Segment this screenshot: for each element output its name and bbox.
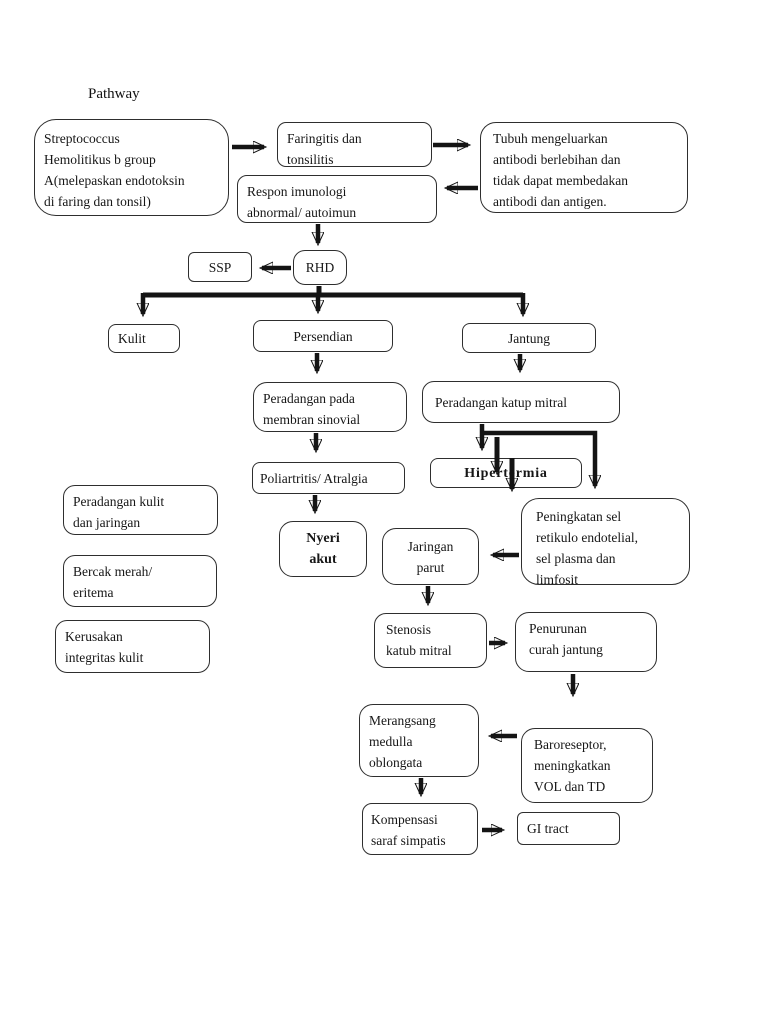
node-peradangan-kulit: Peradangan kulit dan jaringan: [63, 485, 218, 535]
node-nyeri-akut: Nyeri akut: [279, 521, 367, 577]
node-persendian: Persendian: [253, 320, 393, 352]
node-gi-tract: GI tract: [517, 812, 620, 845]
node-ssp: SSP: [188, 252, 252, 282]
node-jaringan-parut: Jaringan parut: [382, 528, 479, 585]
node-membran-sinovial: Peradangan pada membran sinovial: [253, 382, 407, 432]
node-bercak-merah: Bercak merah/ eritema: [63, 555, 217, 607]
node-jantung: Jantung: [462, 323, 596, 353]
branch-line-rhd: [143, 286, 523, 298]
node-tubuh-antibodi: Tubuh mengeluarkan antibodi berlebihan d…: [480, 122, 688, 213]
node-respon-imunologi: Respon imunologi abnormal/ autoimun: [237, 175, 437, 223]
node-streptococcus: Streptococcus Hemolitikus b group A(mele…: [34, 119, 229, 216]
node-hipertermia: Hipertermia: [430, 458, 582, 488]
node-baroreseptor: Baroreseptor, meningkatkan VOL dan TD: [521, 728, 653, 803]
node-kerusakan-integritas: Kerusakan integritas kulit: [55, 620, 210, 673]
node-rhd: RHD: [293, 250, 347, 285]
node-katup-mitral: Peradangan katup mitral: [422, 381, 620, 423]
node-peningkatan-sel: Peningkatan sel retikulo endotelial, sel…: [521, 498, 690, 587]
node-stenosis: Stenosis katub mitral: [374, 613, 487, 668]
node-penurunan-curah: Penurunan curah jantung: [515, 612, 657, 672]
node-merangsang-medulla: Merangsang medulla oblongata: [359, 704, 479, 777]
node-kompensasi: Kompensasi saraf simpatis: [362, 803, 478, 855]
page-title: Pathway: [88, 86, 140, 102]
node-kulit: Kulit: [108, 324, 180, 353]
node-poliartritis: Poliartritis/ Atralgia: [252, 462, 405, 494]
node-faringitis: Faringitis dan tonsilitis: [277, 122, 432, 167]
